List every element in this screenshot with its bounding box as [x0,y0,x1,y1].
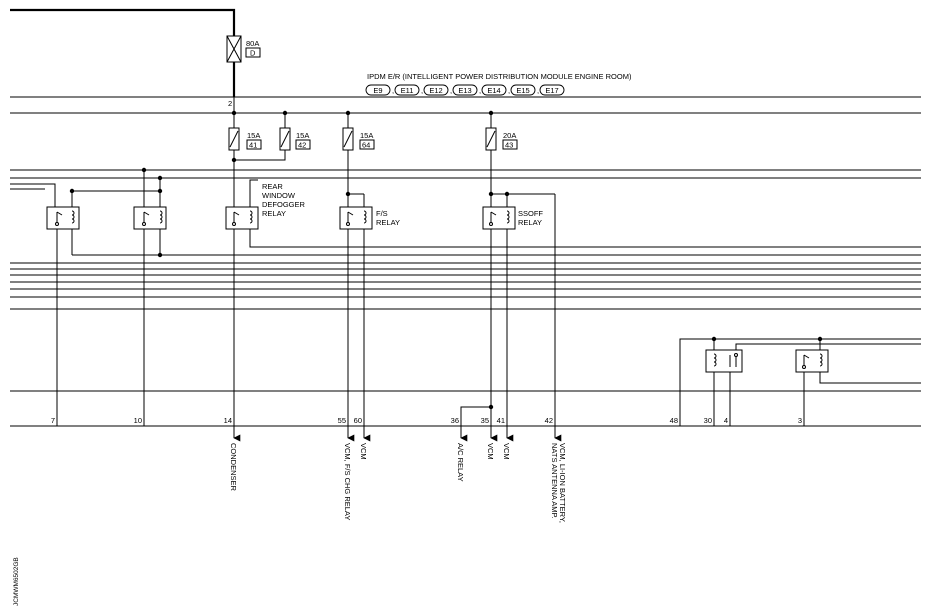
dest-vcm-41: VCM [502,443,511,460]
connector-separator: , [479,86,481,95]
relay-label-line: DEFOGGER [262,200,306,209]
connector-label: E9 [373,86,382,95]
terminal-7: 7 [51,416,55,425]
relay-1 [46,206,80,230]
connector-label: E12 [429,86,442,95]
terminal-48: 48 [670,416,678,425]
fuse-number: 42 [298,141,306,150]
terminal-36: 36 [451,416,459,425]
relay-label-line: SSOFF [518,209,543,218]
dest-ac-relay: A/C RELAY [456,443,465,482]
terminal-4: 4 [724,416,728,425]
connector-list: E9 , E11 , E12 , E13 , E14 , E15 , E17 [365,84,565,96]
terminal-55: 55 [338,416,346,425]
figure-code: JCMWM6502GB [13,557,20,606]
connector-label: E14 [487,86,500,95]
ssoff-relay-wiring [460,150,556,432]
left-relays-wiring [10,170,921,426]
fusible-link-letter: D [250,49,256,58]
relay-label-line: F/S [376,209,388,218]
rear-defogger-relay-wiring [233,150,921,432]
dest-vcm-fs-chg-relay: VCM, F/S CHG RELAY [343,443,352,520]
terminal-10: 10 [134,416,142,425]
terminal-60: 60 [354,416,362,425]
terminal-41: 41 [497,416,505,425]
relay-label-line: RELAY [262,209,286,218]
dest-condenser: CONDENSER [229,443,238,492]
connector-label: E15 [516,86,529,95]
connector-separator: , [450,86,452,95]
right-relay-2 [795,349,829,373]
dest-li-ion-line2: NATS ANTENNA AMP. [550,443,559,519]
fusible-link-rating: 80A [246,39,259,48]
connector-separator: , [537,86,539,95]
terminal-35: 35 [481,416,489,425]
connector-separator: , [421,86,423,95]
output-arrows [233,426,562,442]
module-bus-lines [10,96,921,427]
junction-dots-center [231,110,510,410]
fuse-64 [342,113,375,151]
module-title: IPDM E/R (INTELLIGENT POWER DISTRIBUTION… [367,72,632,81]
relay-label-line: WINDOW [262,191,296,200]
battery-feed [10,8,236,97]
relay-2 [133,206,167,230]
fuse-rating: 15A [360,131,373,140]
relay-label-line: RELAY [518,218,542,227]
rear-defogger-relay [225,206,259,230]
terminal-14: 14 [224,416,232,425]
junction-dots-right [711,336,823,342]
fusible-link-80a [226,35,261,63]
dest-vcm-60: VCM [359,443,368,460]
right-relays-wiring [679,338,921,426]
right-relay-1 [705,349,743,373]
fuse-43 [485,113,518,151]
ssoff-relay [482,206,516,230]
terminal-numbers: 7 10 14 55 60 36 35 41 42 48 30 4 3 [51,416,802,425]
terminal-2: 2 [228,99,232,108]
fuse-number: 41 [249,141,257,150]
relay-label-line: REAR [262,182,283,191]
terminal-42: 42 [545,416,553,425]
fuse-rating: 15A [247,131,260,140]
dest-vcm-35: VCM [486,443,495,460]
terminal-3: 3 [798,416,802,425]
fs-relay-wiring [347,150,365,432]
fuse-number: 43 [505,141,513,150]
connector-separator: , [508,86,510,95]
fuse-42 [234,112,311,161]
fs-relay [339,206,373,230]
connector-label: E13 [458,86,471,95]
fuse-rating: 15A [296,131,309,140]
terminal-30: 30 [704,416,712,425]
connector-label: E11 [401,86,414,95]
fuse-number: 64 [362,141,370,150]
fuse-rating: 20A [503,131,516,140]
connector-separator: , [392,86,394,95]
relay-label-line: RELAY [376,218,400,227]
junction-dots-left [69,167,163,258]
dest-li-ion-line1: VCM, LI-ION BATTERY, [558,443,567,523]
connector-label: E17 [545,86,558,95]
